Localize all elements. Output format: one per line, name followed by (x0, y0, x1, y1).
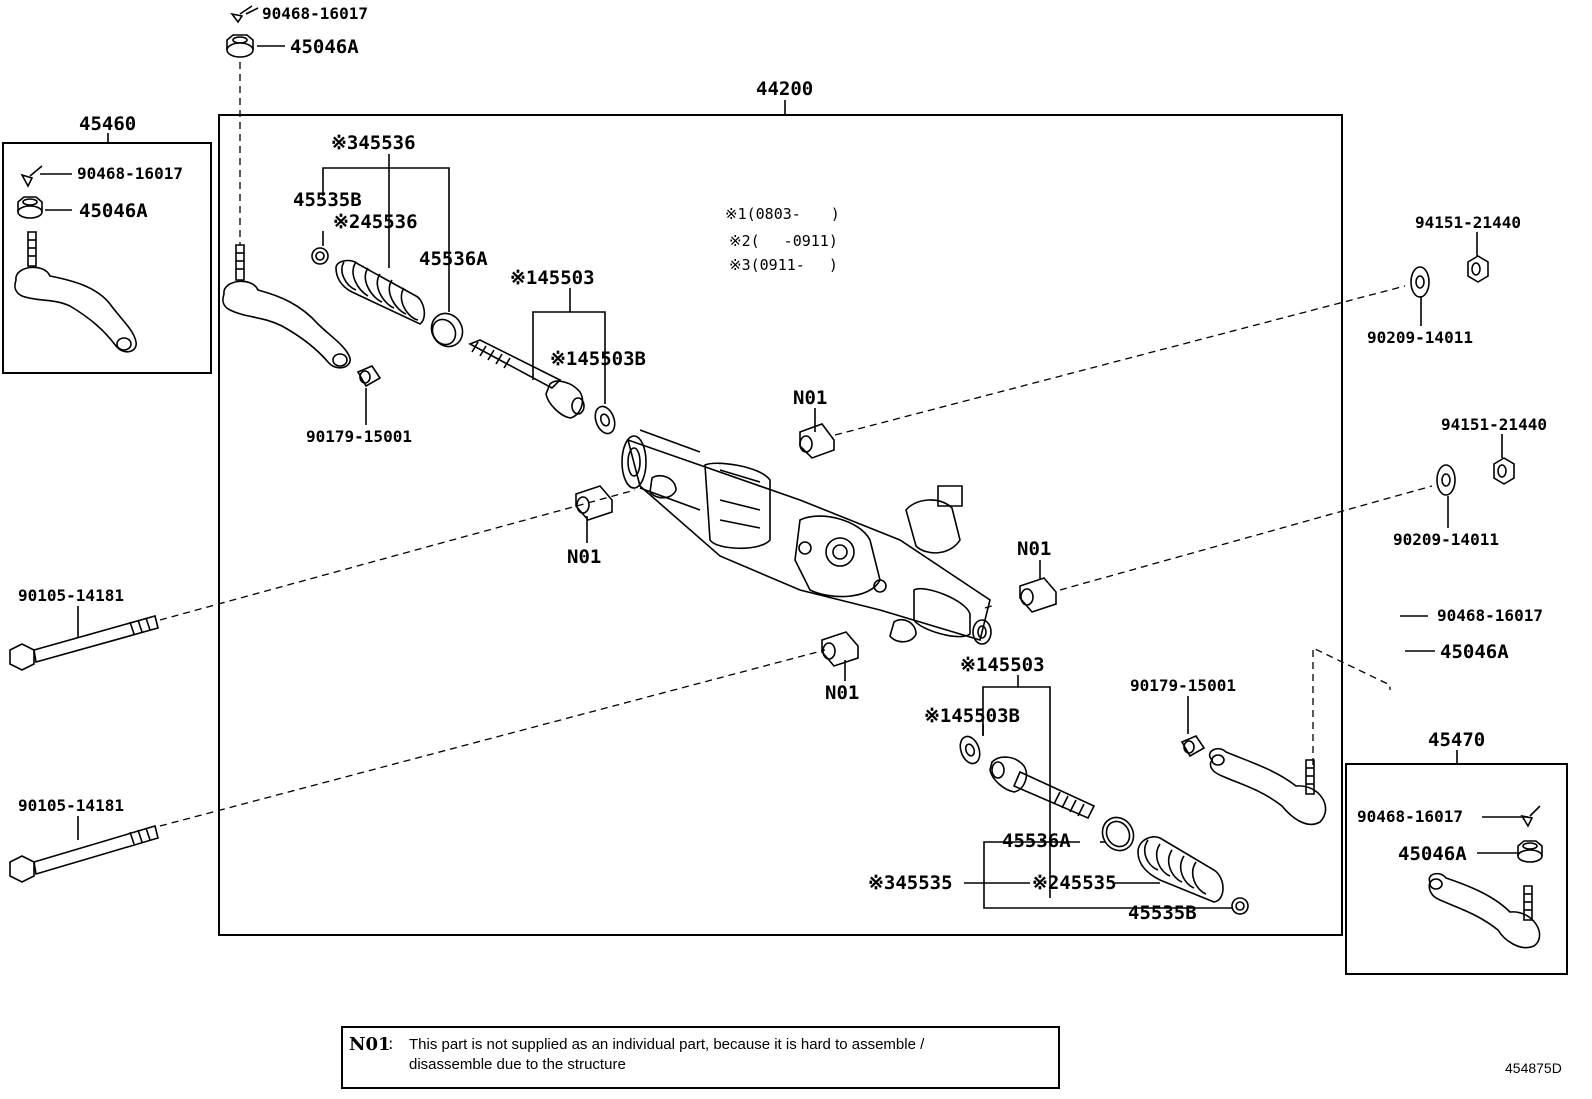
label-boot-clip-right: 45535B (1128, 902, 1197, 924)
left-tie-rod-end-icon (222, 244, 351, 369)
left-boot-clip-icon (311, 247, 329, 265)
main-assembly-frame (218, 114, 1343, 936)
nut-top-icon (1467, 255, 1489, 283)
right-boot-clip-icon (1231, 897, 1249, 915)
label-washer-right: ※145503B (924, 705, 1020, 727)
label-nut-top: 45046A (290, 36, 359, 58)
steering-gear-housing-icon (621, 429, 992, 645)
left-box-cotter-pin-icon (20, 165, 43, 188)
label-rack-end-right: ※145503 (960, 654, 1045, 676)
right-tie-rod-end-icon (1208, 747, 1327, 826)
label-bolt-upper: 90105-14181 (18, 586, 124, 605)
right-box-nut-icon (1517, 840, 1543, 863)
left-rack-end-icon (468, 339, 585, 419)
label-nut-right: 45046A (1440, 641, 1509, 663)
label-n01-left: N01 (567, 546, 602, 568)
label-cotter-pin-left-box: 90468-16017 (77, 164, 183, 183)
legend-line-2: disassemble due to the structure (409, 1056, 626, 1073)
label-boot-clip-left: 45535B (293, 189, 362, 211)
label-nut-left-box: 45046A (79, 200, 148, 222)
left-washer-icon (594, 405, 616, 435)
label-boot-2-right: ※245535 (1032, 872, 1117, 894)
left-box-nut-icon (17, 196, 43, 219)
label-boot-2-left: ※245536 (333, 211, 418, 233)
label-boot-clamp-left: 45536A (419, 248, 488, 270)
legend-line-1: This part is not supplied as an individu… (409, 1036, 925, 1053)
right-washer-icon (959, 735, 981, 765)
right-boot-icon (1137, 836, 1224, 903)
legend-code: N01 (349, 1034, 391, 1055)
label-bolt-lower: 90105-14181 (18, 796, 124, 815)
label-bushing-right: 90179-15001 (1130, 676, 1236, 695)
left-box-tie-rod-end-icon (14, 231, 137, 353)
top-cotter-pin-icon (230, 5, 253, 24)
label-n01-bottom: N01 (825, 682, 860, 704)
label-cotter-pin-right-box: 90468-16017 (1357, 807, 1463, 826)
label-right-tie-rod-assy: 45470 (1428, 729, 1486, 751)
left-boot-icon (335, 259, 426, 325)
mount-bushing-left-icon (575, 485, 613, 521)
label-mount-nut-top: 94151-21440 (1415, 213, 1521, 232)
label-cotter-pin-top: 90468-16017 (262, 4, 368, 23)
right-box-tie-rod-end-icon (1428, 872, 1541, 949)
label-boot-kit-3-right: ※345535 (868, 872, 953, 894)
label-n01-right: N01 (1017, 538, 1052, 560)
label-washer-plate-mid: 90209-14011 (1393, 530, 1499, 549)
right-rack-end-icon (989, 756, 1096, 820)
label-left-tie-rod-assy: 45460 (79, 113, 137, 135)
label-washer-plate-top: 90209-14011 (1367, 328, 1473, 347)
mount-bushing-bottom-icon (821, 631, 859, 667)
label-rack-end-left: ※145503 (510, 267, 595, 289)
label-bushing-left: 90179-15001 (306, 427, 412, 446)
diagram-id: 454875D (1505, 1060, 1562, 1076)
label-n01-top: N01 (793, 387, 828, 409)
label-mount-nut-mid: 94151-21440 (1441, 415, 1547, 434)
mount-bushing-right-icon (1019, 577, 1057, 613)
legend-colon: : (388, 1034, 394, 1053)
washer-plate-mid-icon (1436, 464, 1456, 496)
label-cotter-pin-right: 90468-16017 (1437, 606, 1543, 625)
label-boot-clamp-right: 45536A (1002, 830, 1071, 852)
note-3: ※3(0911- ) (729, 256, 838, 274)
bolt-upper-icon (9, 615, 159, 671)
left-boot-clamp-icon (430, 312, 464, 348)
label-boot-kit-3-left: ※345536 (331, 132, 416, 154)
label-washer-left: ※145503B (550, 348, 646, 370)
left-bushing-icon (356, 365, 382, 388)
right-boot-clamp-icon (1101, 816, 1135, 852)
right-bushing-icon (1180, 735, 1206, 758)
bolt-lower-icon (9, 824, 159, 883)
label-main-assembly: 44200 (756, 78, 814, 100)
label-nut-right-box: 45046A (1398, 843, 1467, 865)
nut-mid-icon (1493, 457, 1515, 485)
left-tie-rod-frame (2, 142, 212, 374)
right-tie-rod-frame (1345, 763, 1568, 975)
legend-box: N01 : This part is not supplied as an in… (341, 1026, 1060, 1089)
note-2: ※2( -0911) (729, 232, 838, 250)
note-1: ※1(0803- ) (725, 205, 840, 223)
mount-bushing-top-icon (799, 423, 835, 459)
right-box-cotter-pin-icon (1520, 805, 1541, 828)
washer-plate-top-icon (1410, 266, 1430, 298)
top-nut-icon (226, 34, 254, 58)
